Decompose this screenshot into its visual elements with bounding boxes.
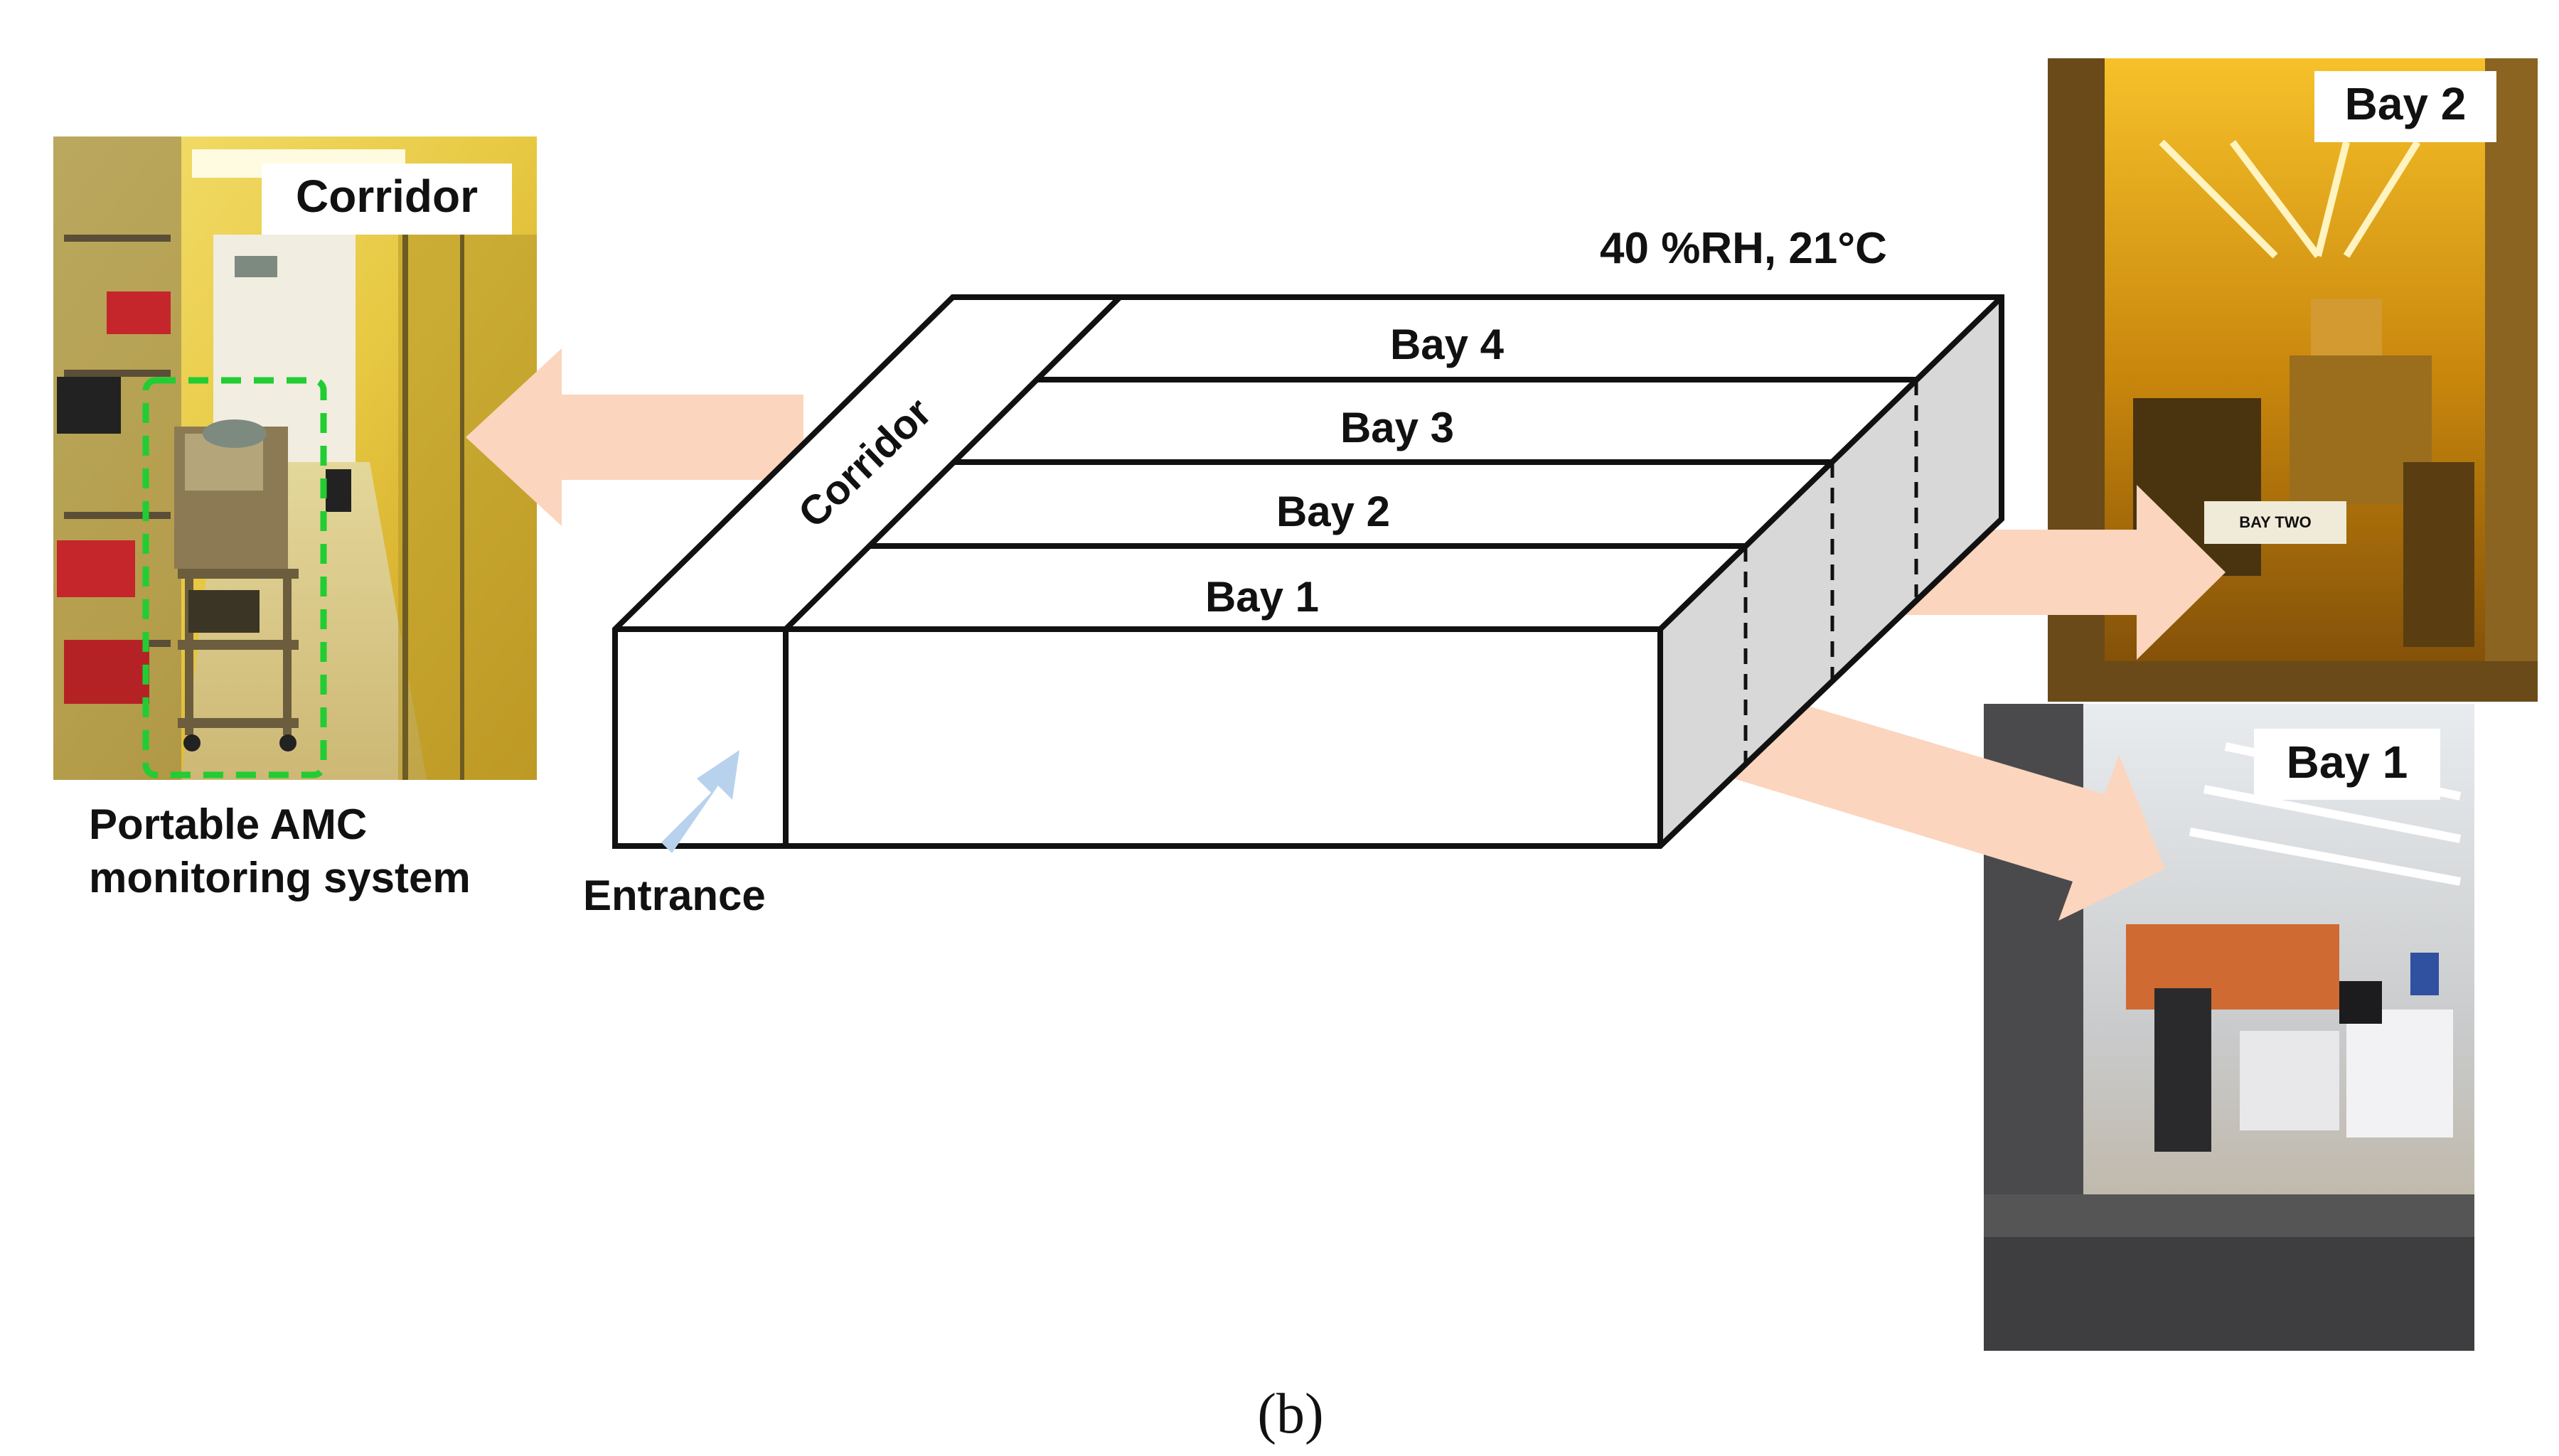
arrow-to-bay1-photo	[1689, 679, 2165, 921]
monitoring-system-caption-line2: monitoring system	[89, 854, 471, 901]
arrow-to-bay2-photo	[1788, 485, 2226, 660]
bay1-photo-label: Bay 1	[2287, 737, 2408, 788]
entrance-arrow	[661, 750, 739, 853]
bay-4-label: Bay 4	[1390, 321, 1505, 368]
bay-3-label: Bay 3	[1340, 404, 1454, 451]
bay2-sign: BAY TWO	[2239, 513, 2311, 531]
bay-2-label: Bay 2	[1276, 488, 1390, 535]
monitoring-system-caption-line1: Portable AMC	[89, 801, 367, 848]
bay1-photo: Bay 1	[1984, 704, 2474, 1351]
monitoring-system-highlight	[142, 377, 327, 778]
bay2-photo-label: Bay 2	[2345, 78, 2467, 129]
cleanroom-3d-block: Bay 4 Bay 3 Bay 2 Bay 1 Corridor	[612, 294, 2004, 853]
conditions-label: 40 %RH, 21°C	[1600, 224, 1887, 273]
bay-1-label: Bay 1	[1205, 573, 1319, 621]
corridor-photo: Corridor	[53, 136, 537, 780]
block-front-face	[615, 629, 1660, 846]
corridor-photo-label: Corridor	[296, 171, 478, 222]
entrance-label: Entrance	[583, 872, 766, 919]
arrow-to-corridor-photo	[466, 348, 803, 526]
figure-caption: (b)	[1257, 1383, 1323, 1445]
